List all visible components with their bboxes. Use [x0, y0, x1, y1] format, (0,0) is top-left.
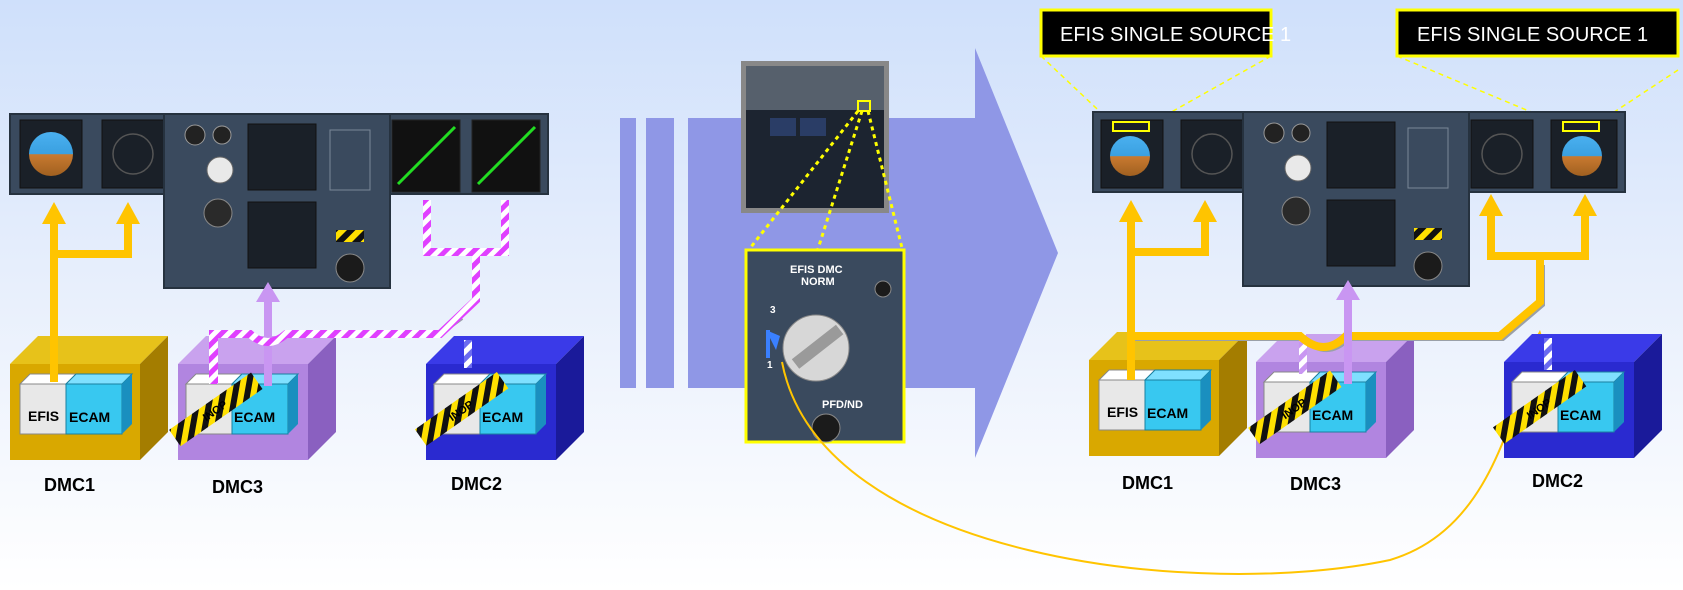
inop-tape: [169, 372, 263, 447]
dmc1-ecam-label: ECAM: [69, 409, 110, 425]
callout-right-text: EFIS SINGLE SOURCE 1: [1417, 24, 1648, 46]
right-dmc3-flow: [1336, 280, 1360, 384]
nd-compass-icon: [112, 133, 154, 175]
right-dmc1-flow: [1119, 194, 1597, 380]
dmc2-output-stub: [464, 340, 472, 368]
inop-tape: [1248, 370, 1342, 445]
dmc3-label: DMC3: [212, 477, 263, 497]
dmc1-efis-label: EFIS: [1107, 404, 1138, 420]
dmc2-ecam-label: ECAM: [482, 409, 523, 425]
center-switch-detail: EFIS DMC NORM 3 1 PFD/ND: [741, 61, 906, 444]
dmc2-ecam-label: ECAM: [1560, 407, 1601, 423]
dmc1-unit: [10, 336, 168, 460]
switch-title-1: EFIS DMC: [790, 264, 843, 276]
left-dmc1-flow: [42, 202, 140, 382]
dmc2-unit: [1492, 334, 1662, 458]
nd-compass-icon: [1481, 133, 1523, 175]
switch-to-dmc-link: [781, 336, 1539, 575]
callout-right: [1395, 8, 1680, 58]
pfd-attitude-icon: [29, 132, 73, 176]
failed-display-icon: [396, 125, 457, 186]
dmc1-label: DMC1: [44, 475, 95, 495]
dmc1-unit: [1089, 332, 1247, 456]
right-configuration: EFIS SINGLE SOURCE 1 EFIS SINGLE SOURCE …: [1039, 8, 1680, 494]
callout-left: [1039, 8, 1273, 58]
dmc3-unit: [1248, 334, 1414, 458]
pfd-attitude-icon: [1562, 136, 1602, 176]
switch-title-2: NORM: [801, 276, 835, 288]
dmc3-ecam-label: ECAM: [234, 409, 275, 425]
inop-tape: [1492, 369, 1587, 444]
left-failed-path: [209, 200, 509, 384]
left-configuration: EFIS ECAM ECAM INOP: [9, 113, 584, 497]
dmc1-label: DMC1: [1122, 473, 1173, 493]
dmc2-label: DMC2: [451, 474, 502, 494]
dmc1-efis-label: EFIS: [28, 408, 59, 424]
switch-pos-3: 3: [770, 305, 776, 316]
dmc2-output-stub: [1544, 338, 1552, 370]
inop-tape: [414, 371, 509, 446]
nd-compass-icon: [1191, 133, 1233, 175]
right-center-panel: [1242, 111, 1470, 287]
callout-left-text: EFIS SINGLE SOURCE 1: [1060, 24, 1291, 46]
switch-location-marker: [857, 100, 871, 112]
dmc3-efis-stub: [1299, 334, 1307, 374]
failed-display-icon: [476, 125, 537, 186]
left-center-panel: [163, 113, 391, 289]
pfd-attitude-icon: [1110, 136, 1150, 176]
dmc2-label: DMC2: [1532, 471, 1583, 491]
dmc1-ecam-label: ECAM: [1147, 405, 1188, 421]
dmc3-ecam-label: ECAM: [1312, 407, 1353, 423]
switch-bottom-label: PFD/ND: [822, 399, 863, 411]
switch-pos-1: 1: [767, 360, 773, 371]
dmc2-unit: [414, 336, 584, 460]
dmc3-unit: [169, 336, 336, 460]
dmc3-label: DMC3: [1290, 474, 1341, 494]
